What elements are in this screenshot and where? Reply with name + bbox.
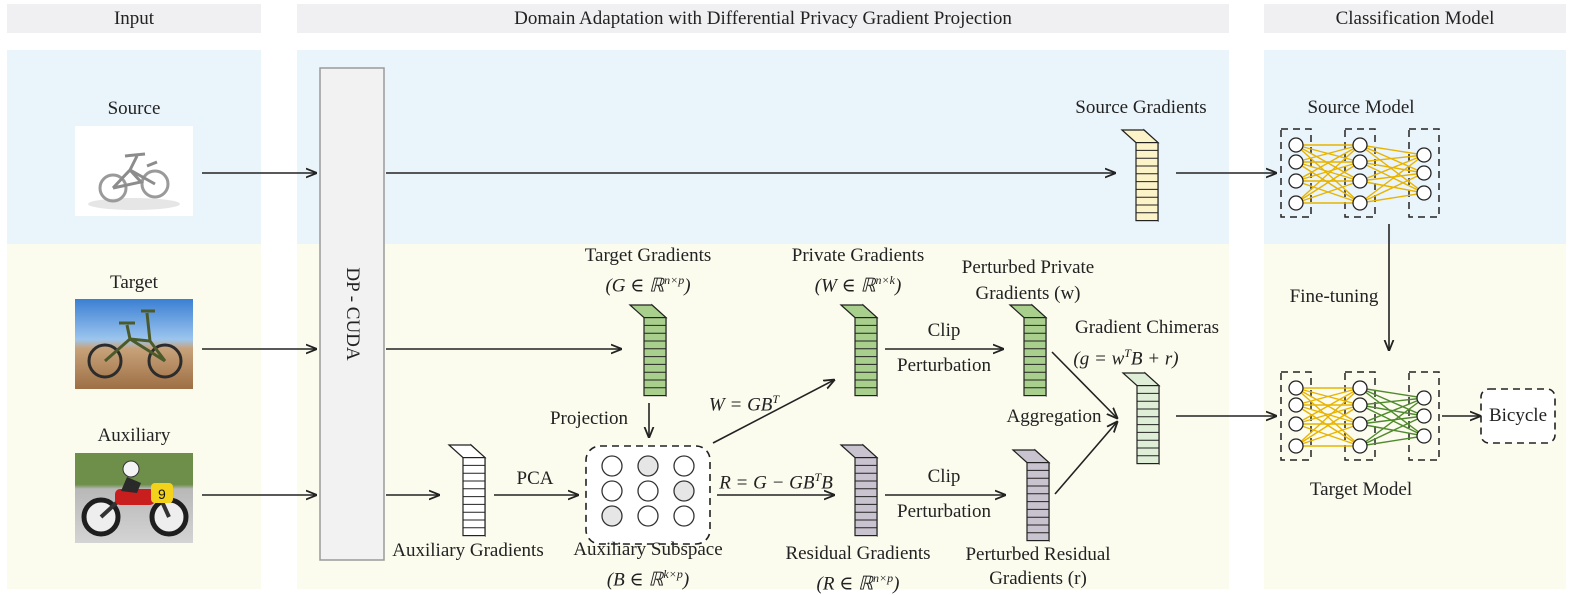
gradient-chimeras-title: Gradient Chimeras	[1074, 317, 1220, 338]
auxiliary-subspace-dim: (B ∈ ℝk×p)	[606, 567, 690, 591]
auxiliary-gradients-label: Auxiliary Gradients	[392, 540, 544, 561]
private-gradients-stack	[839, 303, 879, 397]
clip-bottom-label: Clip	[927, 466, 961, 487]
projection-label: Projection	[549, 408, 629, 429]
dp-cuda-box	[319, 67, 385, 561]
target-model-label: Target Model	[1309, 479, 1413, 500]
bicycle-output-label: Bicycle	[1488, 405, 1548, 426]
perturbed-private-title: Perturbed Private	[961, 257, 1095, 278]
auxiliary-label: Auxiliary	[97, 425, 171, 446]
residual-gradients-stack	[839, 443, 879, 537]
fine-tuning-label: Fine-tuning	[1289, 286, 1379, 307]
target-label: Target	[110, 272, 158, 293]
header-classification-model: Classification Model	[1264, 4, 1566, 33]
clip-top-label: Clip	[927, 320, 961, 341]
perturbed-residual-title: Perturbed Residual	[965, 544, 1111, 565]
perturbed-residual-stack	[1011, 448, 1051, 542]
perturbed-private-stack	[1008, 303, 1048, 397]
classification-source-panel	[1264, 50, 1566, 244]
private-gradients-title: Private Gradients	[791, 245, 925, 266]
perturbed-private-sub: Gradients (w)	[975, 283, 1081, 304]
gradient-chimeras-formula: (g = wTB + r)	[1073, 346, 1179, 370]
source-gradients-label: Source Gradients	[1075, 97, 1207, 118]
header-input: Input	[7, 4, 261, 33]
private-gradients-dim: (W ∈ ℝn×k)	[814, 273, 902, 297]
bicycle-output-box	[1480, 388, 1556, 444]
source-model-label: Source Model	[1307, 97, 1415, 118]
auxiliary-motorcycle-image: 9	[75, 453, 193, 543]
auxiliary-subspace-title: Auxiliary Subspace	[573, 539, 723, 560]
perturbation-bottom-label: Perturbation	[897, 501, 991, 522]
target-bicycle-image	[75, 299, 193, 389]
residual-gradients-title: Residual Gradients	[785, 543, 931, 564]
chimera-gradients-stack	[1121, 371, 1161, 465]
header-domain-adaptation: Domain Adaptation with Differential Priv…	[297, 4, 1229, 33]
svg-text:9: 9	[158, 486, 166, 502]
dp-cuda-label: DP - CUDA	[342, 267, 363, 361]
r-equation: R = G − GBTB	[719, 470, 833, 494]
target-gradients-dim: (G ∈ ℝn×p)	[605, 273, 691, 297]
target-gradients-stack	[628, 303, 668, 397]
aggregation-label: Aggregation	[1006, 406, 1102, 427]
pca-label: PCA	[516, 468, 554, 489]
perturbation-top-label: Perturbation	[897, 355, 991, 376]
source-label: Source	[107, 98, 161, 119]
auxiliary-gradients-stack	[447, 443, 487, 537]
source-bicycle-image	[75, 126, 193, 216]
source-gradients-stack	[1120, 128, 1160, 222]
target-model-network	[1280, 371, 1440, 461]
domain-source-panel	[297, 50, 1229, 244]
w-equation: W = GBT	[708, 392, 780, 416]
source-model-network	[1280, 128, 1440, 218]
target-gradients-title: Target Gradients	[584, 245, 712, 266]
residual-gradients-dim: (R ∈ ℝn×p)	[816, 571, 900, 595]
perturbed-residual-sub: Gradients (r)	[989, 568, 1087, 589]
